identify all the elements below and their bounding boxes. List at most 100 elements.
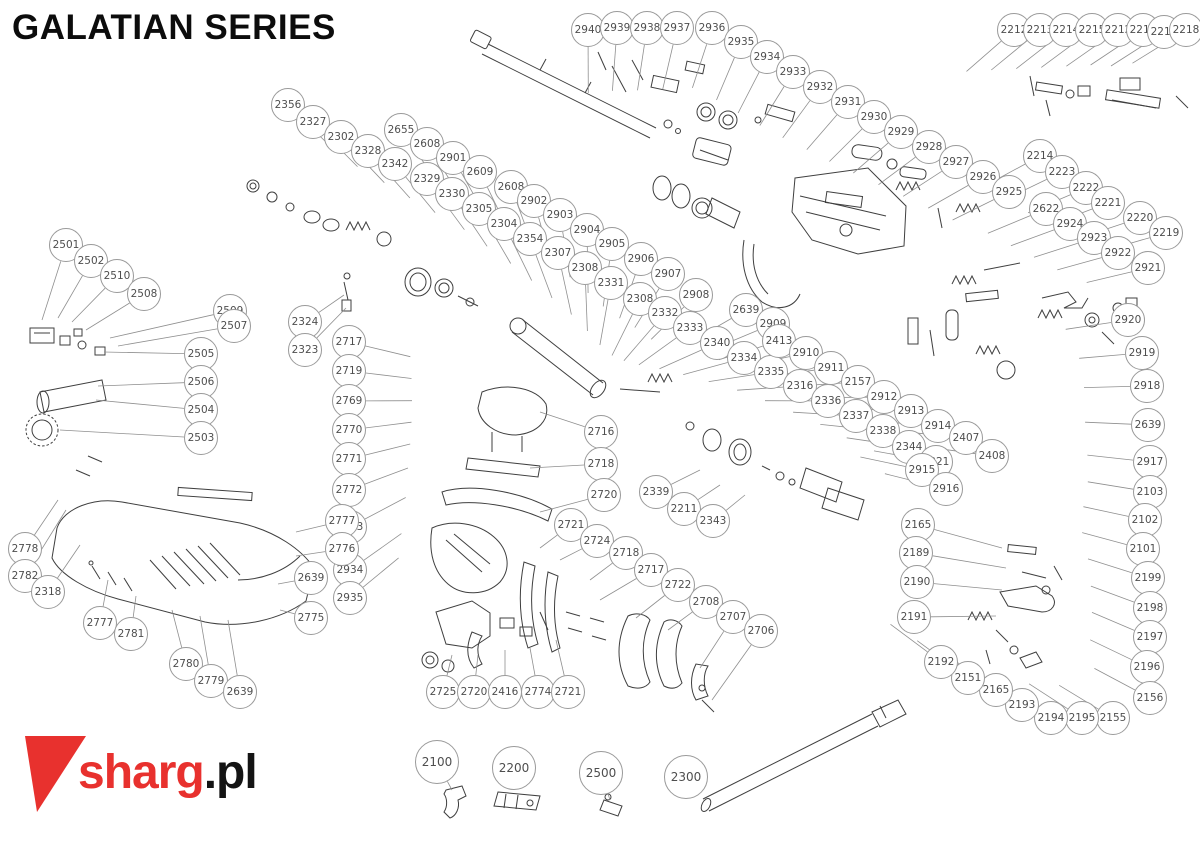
part-callout: 2725 [426,675,460,709]
part-callout: 2300 [664,755,708,799]
leader-line [95,399,185,409]
part-callout: 2912 [867,380,901,414]
leader-line [1086,271,1132,283]
leader-line [782,100,811,139]
part-callout: 2354 [513,222,547,256]
barrel-assembly-drawing [469,29,681,139]
leader-line [1091,612,1135,631]
leader-line [475,654,479,676]
part-callout: 2215 [1075,13,1109,47]
part-callout: 2331 [594,266,628,300]
part-callout: 2911 [814,351,848,385]
part-callout: 2920 [1111,303,1145,337]
part-callout: 2156 [1133,681,1167,715]
leader-line [659,349,702,370]
part-callout: 2211 [667,492,701,526]
leader-line [535,254,553,299]
leader-line [585,284,588,332]
part-callout: 2908 [679,278,713,312]
leader-line [559,548,583,561]
bottom-small-parts-drawing [443,785,623,819]
bottom-barrel-drawing [700,699,907,812]
part-callout: 2720 [457,675,491,709]
leader-line [59,429,185,438]
leader-line [599,578,637,601]
part-callout: 2781 [114,617,148,651]
part-callout: 2716 [584,415,618,449]
part-callout: 2218 [1169,13,1200,47]
leader-line [1079,354,1126,359]
leader-line [902,170,942,197]
scope-rings-drawing [650,60,796,229]
part-callout: 2916 [929,472,963,506]
part-callout: 2501 [49,228,83,262]
part-callout: 2195 [1065,701,1099,735]
leader-line [692,44,708,89]
part-callout: 2717 [634,553,668,587]
leader-line [364,467,409,485]
small-parts-left-drawing [246,179,479,312]
leader-line [1083,506,1129,517]
part-callout: 2937 [660,11,694,45]
leader-line [933,583,1003,591]
leader-line [97,382,185,387]
leader-line [991,40,1028,71]
leader-line [365,443,411,456]
leader-line [683,362,728,375]
part-callout: 2922 [1101,236,1135,270]
part-callout: 2221 [1091,186,1125,220]
part-callout: 2921 [1131,251,1165,285]
leader-line [612,44,617,91]
leader-line [1057,257,1102,271]
air-cylinder-drawing [509,317,865,521]
leader-line [1087,454,1134,461]
leader-line [623,325,655,361]
part-callout: 2913 [894,394,928,428]
part-callout: 2196 [1130,650,1164,684]
part-callout: 2718 [584,447,618,481]
leader-line [716,57,735,101]
part-callout: 2938 [630,11,664,45]
leader-line [117,328,218,347]
leader-line [71,287,106,323]
leader-line [447,781,453,791]
part-callout: 2199 [1131,561,1165,595]
leader-line [446,654,453,676]
part-callout: 2907 [651,257,685,291]
leader-line [555,639,565,676]
leader-line [132,595,137,618]
part-callout: 2779 [194,664,228,698]
part-callout: 2936 [695,11,729,45]
grip-trigger-drawing [421,522,607,673]
part-callout: 2507 [217,309,251,343]
part-callout: 2342 [378,147,412,181]
part-callout: 2772 [332,473,366,507]
leader-line [725,494,746,511]
part-callout: 2335 [754,355,788,389]
buttstock-parts-drawing [441,386,715,713]
leader-line [589,562,613,581]
part-callout: 2639 [1131,408,1165,442]
part-callout: 2407 [949,421,983,455]
leader-line [362,557,399,588]
page-title: GALATIAN SERIES [12,8,336,47]
leader-line [860,456,906,467]
part-callout: 2408 [975,439,1009,473]
part-callout: 2904 [570,213,604,247]
leader-line [364,497,406,520]
leader-line [829,128,863,162]
leader-line [934,529,1003,549]
leader-line [1033,242,1078,258]
leader-line [671,469,701,485]
part-callout: 2305 [462,192,496,226]
part-callout: 2192 [924,645,958,679]
leader-line [295,524,326,533]
part-callout: 2721 [551,675,585,709]
part-callout: 2919 [1125,336,1159,370]
leader-line [318,294,345,313]
leader-line [1010,229,1055,247]
leader-line [759,86,785,126]
left-action-parts-drawing [25,327,107,477]
part-callout: 2706 [744,614,778,648]
